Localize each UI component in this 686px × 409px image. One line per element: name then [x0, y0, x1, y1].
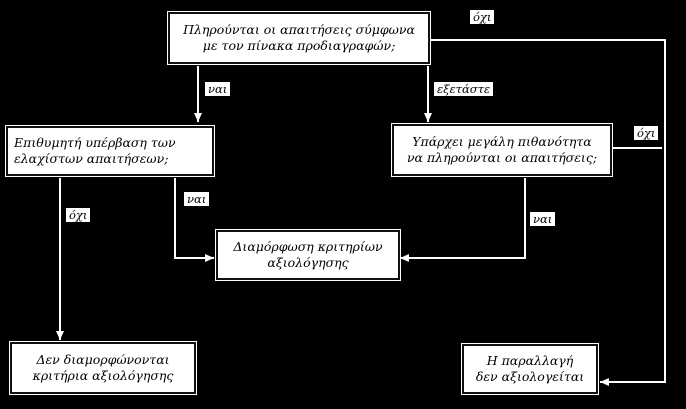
box-text-line: δεν αξιολογείται — [475, 369, 585, 384]
box-no-criteria: Δεν διαμορφώνονται κριτήρια αξιολόγησης — [10, 342, 196, 394]
label-top-no: όχι — [470, 10, 495, 24]
box-requirements-check: Πληρούνται οι απαιτήσεις σύμφωνα με τον … — [168, 12, 430, 64]
box-text-line: Δεν διαμορφώνονται — [36, 352, 170, 367]
label-right-no: όχι — [634, 126, 659, 140]
label-top-yes: ναι — [205, 82, 231, 96]
connector-top-no — [430, 39, 666, 386]
box-text-line: Πληρούνται οι απαιτήσεις σύμφωνα — [183, 22, 415, 37]
box-text-line: αξιολόγησης — [267, 255, 349, 270]
box-text-line: κριτήρια αξιολόγησης — [32, 368, 174, 383]
box-exceed-minimum: Επιθυμητή υπέρβαση των ελαχίστων απαιτήσ… — [6, 126, 214, 176]
label-left-yes: ναι — [184, 192, 210, 206]
connector-left-yes — [174, 178, 214, 262]
box-text-line: Υπάρχει μεγάλη πιθανότητα — [412, 134, 592, 149]
box-text-line: Η παραλλαγή — [486, 353, 574, 368]
box-not-evaluated: Η παραλλαγή δεν αξιολογείται — [462, 344, 598, 394]
box-text-line: να πληρούνται οι απαιτήσεις; — [406, 150, 598, 165]
box-form-criteria: Διαμόρφωση κριτηρίων αξιολόγησης — [216, 230, 400, 280]
box-high-probability: Υπάρχει μεγάλη πιθανότητα να πληρούνται … — [392, 124, 612, 176]
label-left-no: όχι — [66, 208, 91, 222]
label-top-examine: εξετάστε — [434, 82, 494, 96]
label-right-yes: ναι — [530, 212, 556, 226]
box-text-line: με τον πίνακα προδιαγραφών; — [202, 38, 396, 53]
box-text-line: Επιθυμητή υπέρβαση των — [14, 135, 176, 150]
box-text-line: ελαχίστων απαιτήσεων; — [14, 151, 169, 166]
box-text-line: Διαμόρφωση κριτηρίων — [233, 239, 383, 254]
connector-right-yes — [400, 178, 526, 262]
